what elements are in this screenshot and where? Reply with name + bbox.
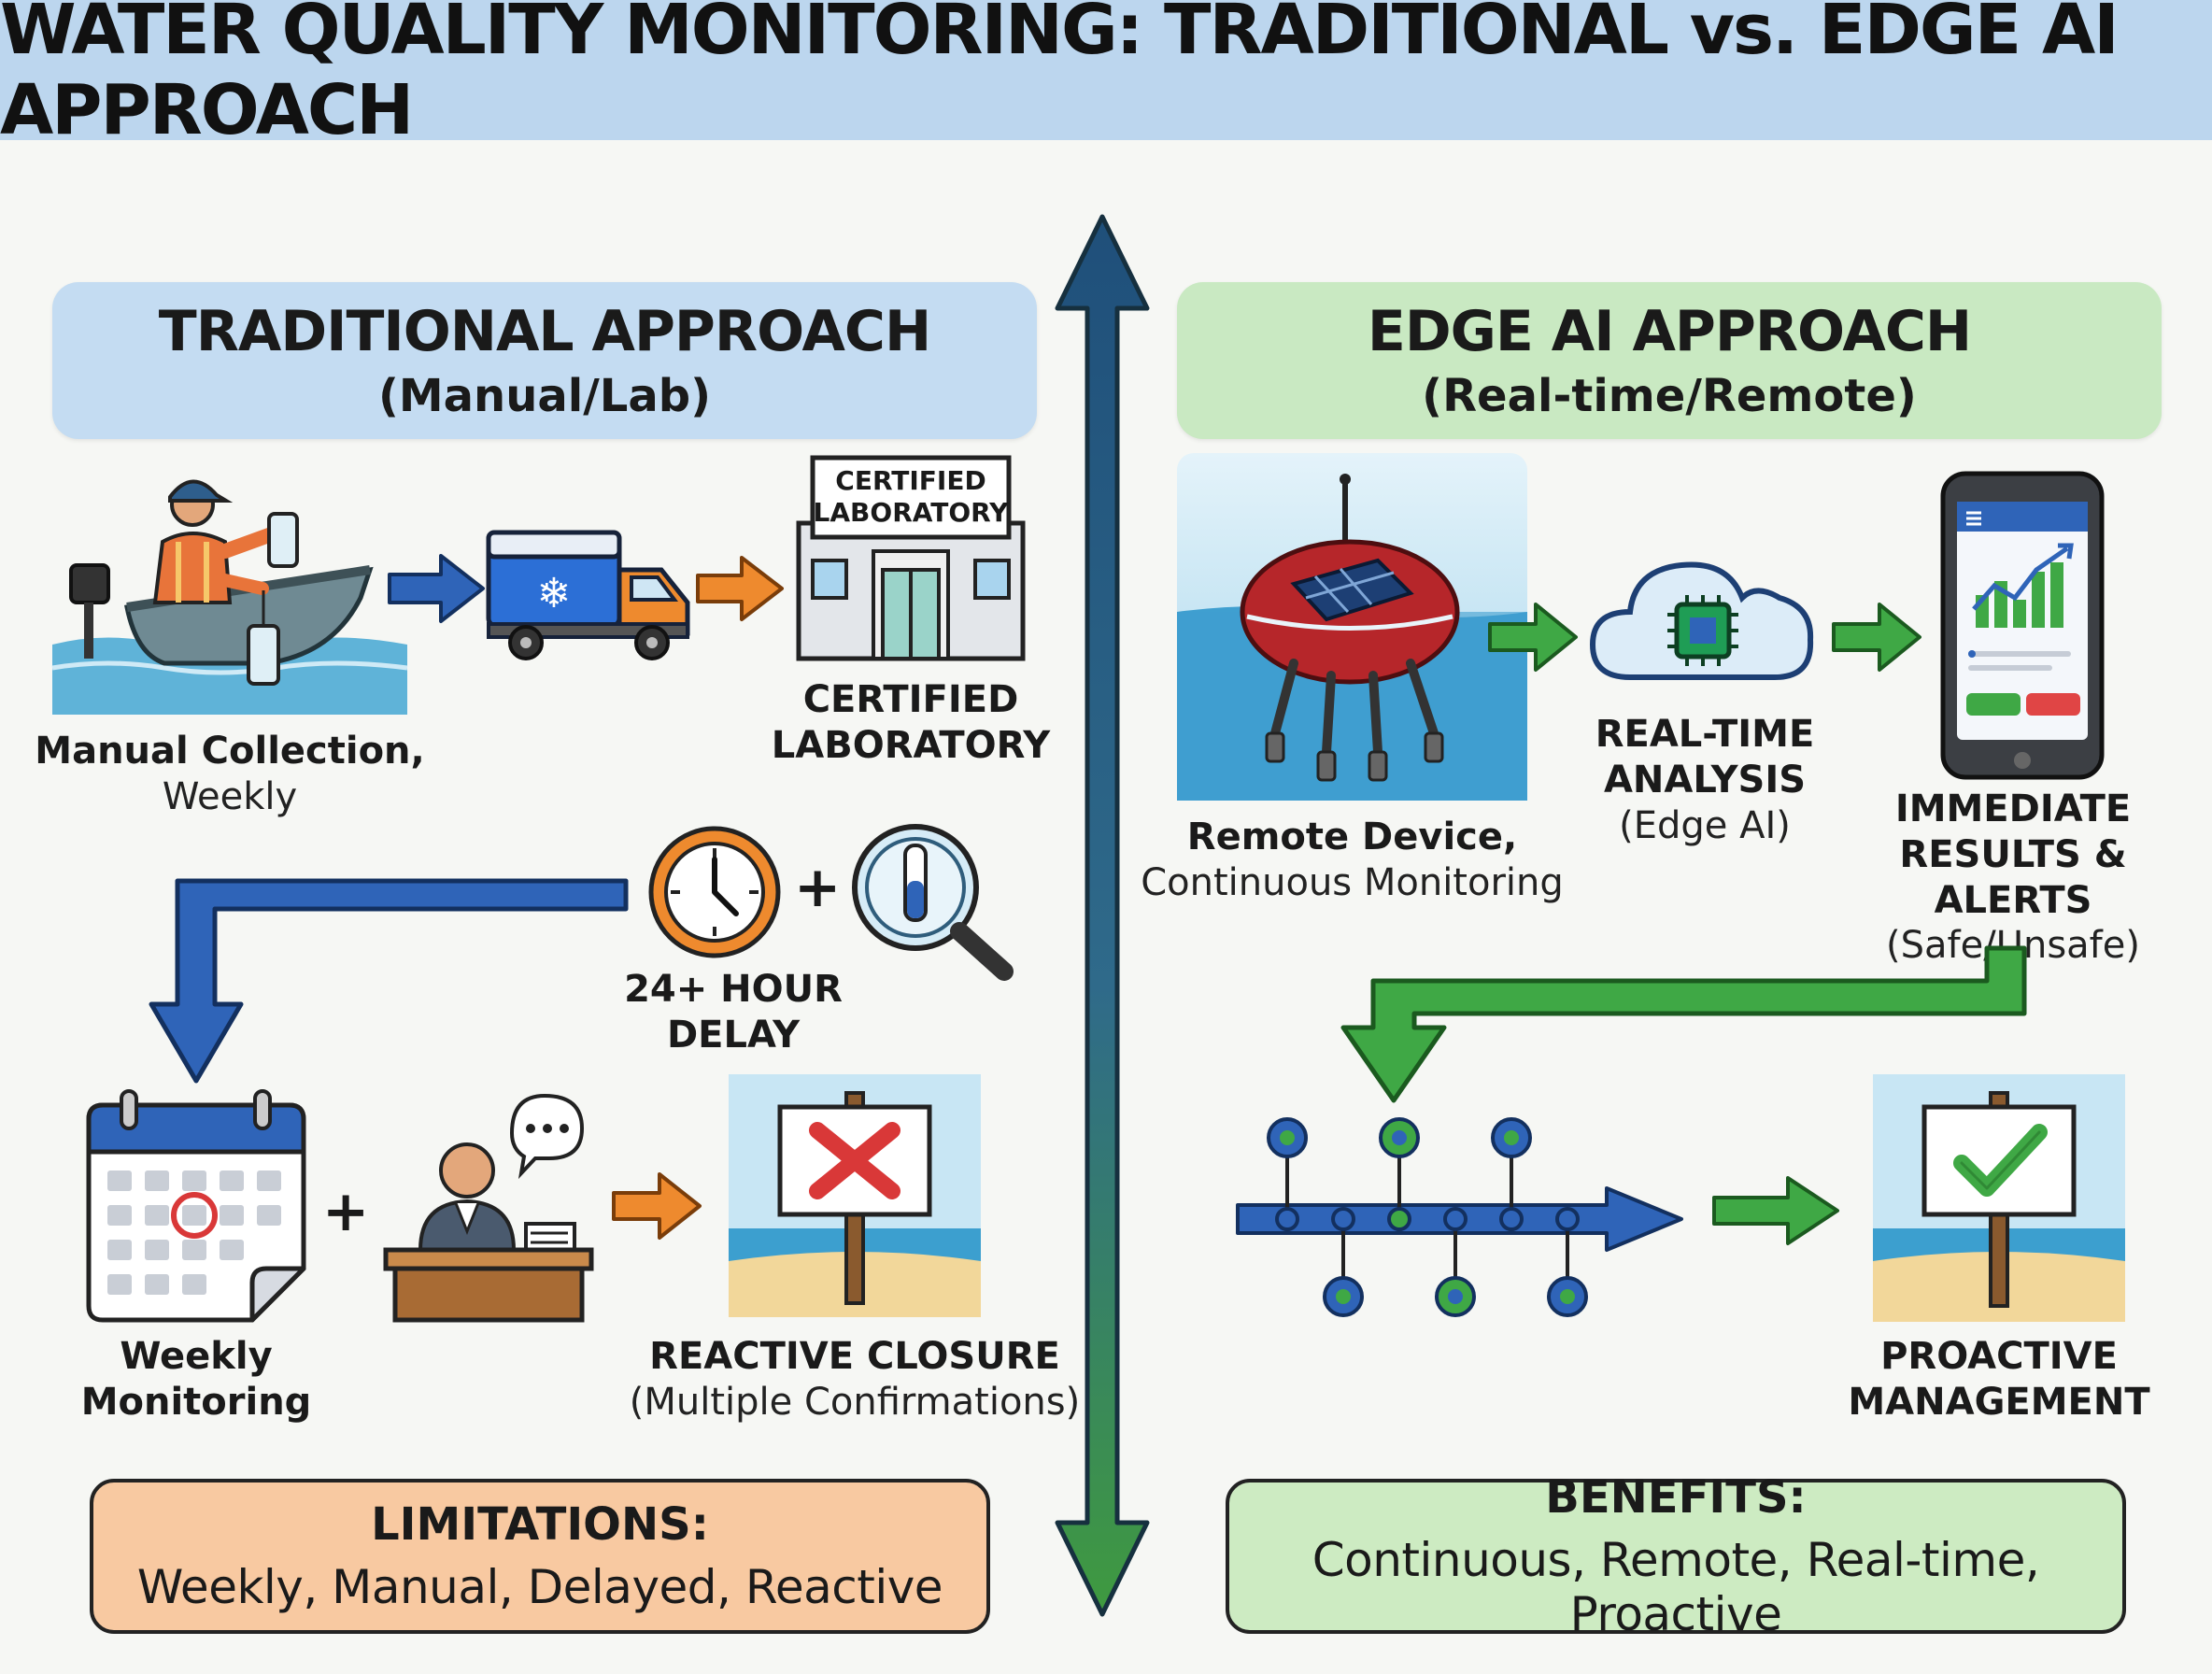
benefits-text: Continuous, Remote, Real-time, Proactive: [1312, 1533, 2040, 1641]
immediate-results-label: IMMEDIATE RESULTS & ALERTS (Safe/Unsafe): [1886, 787, 2140, 968]
blue-elbow-arrow-icon: [149, 878, 629, 1084]
orange-arrow-icon: [612, 1172, 702, 1240]
benefits-heading: BENEFITS:: [1545, 1471, 1807, 1524]
monitoring-label: Weekly Monitoring: [80, 1335, 312, 1424]
traditional-heading: TRADITIONAL APPROACH: [158, 299, 931, 364]
monitoring-plus: +: [322, 1179, 370, 1244]
green-arrow-icon: [1712, 1176, 1839, 1245]
clock-icon: [648, 826, 781, 958]
delay-plus: +: [794, 855, 842, 920]
lab-sign-text: CERTIFIED LABORATORY: [813, 465, 1009, 528]
calendar-icon: [86, 1089, 306, 1323]
buoy-sensor-icon: [1177, 453, 1527, 801]
edge-heading: EDGE AI APPROACH: [1367, 299, 1972, 364]
delay-label: 24+ HOUR DELAY: [624, 968, 843, 1057]
certified-laboratory-label: CERTIFIED LABORATORY: [771, 678, 1051, 767]
green-elbow-arrow-icon: [1340, 945, 2027, 1103]
limitations-box: LIMITATIONS: Weekly, Manual, Delayed, Re…: [90, 1479, 990, 1634]
orange-arrow-icon: [696, 556, 784, 621]
manual-collection-label: Manual Collection, Weekly: [35, 730, 425, 818]
limitations-heading: LIMITATIONS:: [371, 1498, 709, 1551]
divider-double-arrow: [1055, 214, 1150, 1617]
closed-beach-sign-icon: [729, 1074, 981, 1317]
traditional-subheading: (Manual/Lab): [377, 370, 712, 422]
title-band: WATER QUALITY MONITORING: TRADITIONAL vs…: [0, 0, 2212, 150]
edge-subheading: (Real-time/Remote): [1422, 370, 1917, 422]
page-title: WATER QUALITY MONITORING: TRADITIONAL vs…: [0, 0, 2120, 150]
svg-text:❄: ❄: [537, 570, 572, 617]
boat-collector-icon: [51, 479, 408, 715]
green-arrow-icon: [1488, 603, 1578, 672]
smartphone-chart-icon: [1940, 471, 2105, 780]
open-beach-sign-icon: [1873, 1074, 2125, 1322]
reactive-closure-label: REACTIVE CLOSURE (Multiple Confirmations…: [629, 1335, 1081, 1424]
cloud-chip-icon: [1589, 561, 1814, 680]
real-time-analysis-label: REAL-TIME ANALYSIS (Edge AI): [1595, 713, 1815, 847]
remote-device-label: Remote Device, Continuous Monitoring: [1141, 816, 1564, 904]
magnifier-test-tube-icon: [852, 824, 1014, 981]
laboratory-building-icon: CERTIFIED LABORATORY: [785, 455, 1037, 663]
person-at-desk-icon: [383, 1093, 594, 1323]
green-arrow-icon: [1832, 603, 1921, 672]
edge-header: EDGE AI APPROACH (Real-time/Remote): [1177, 282, 2162, 439]
proactive-management-label: PROACTIVE MANAGEMENT: [1848, 1335, 2150, 1424]
timeline-icon: [1236, 1117, 1683, 1317]
benefits-box: BENEFITS: Continuous, Remote, Real-time,…: [1226, 1471, 2126, 1641]
blue-arrow-icon: [388, 554, 485, 623]
cooler-truck-icon: ❄: [486, 530, 690, 660]
traditional-header: TRADITIONAL APPROACH (Manual/Lab): [52, 282, 1037, 439]
limitations-text: Weekly, Manual, Delayed, Reactive: [136, 1560, 943, 1614]
